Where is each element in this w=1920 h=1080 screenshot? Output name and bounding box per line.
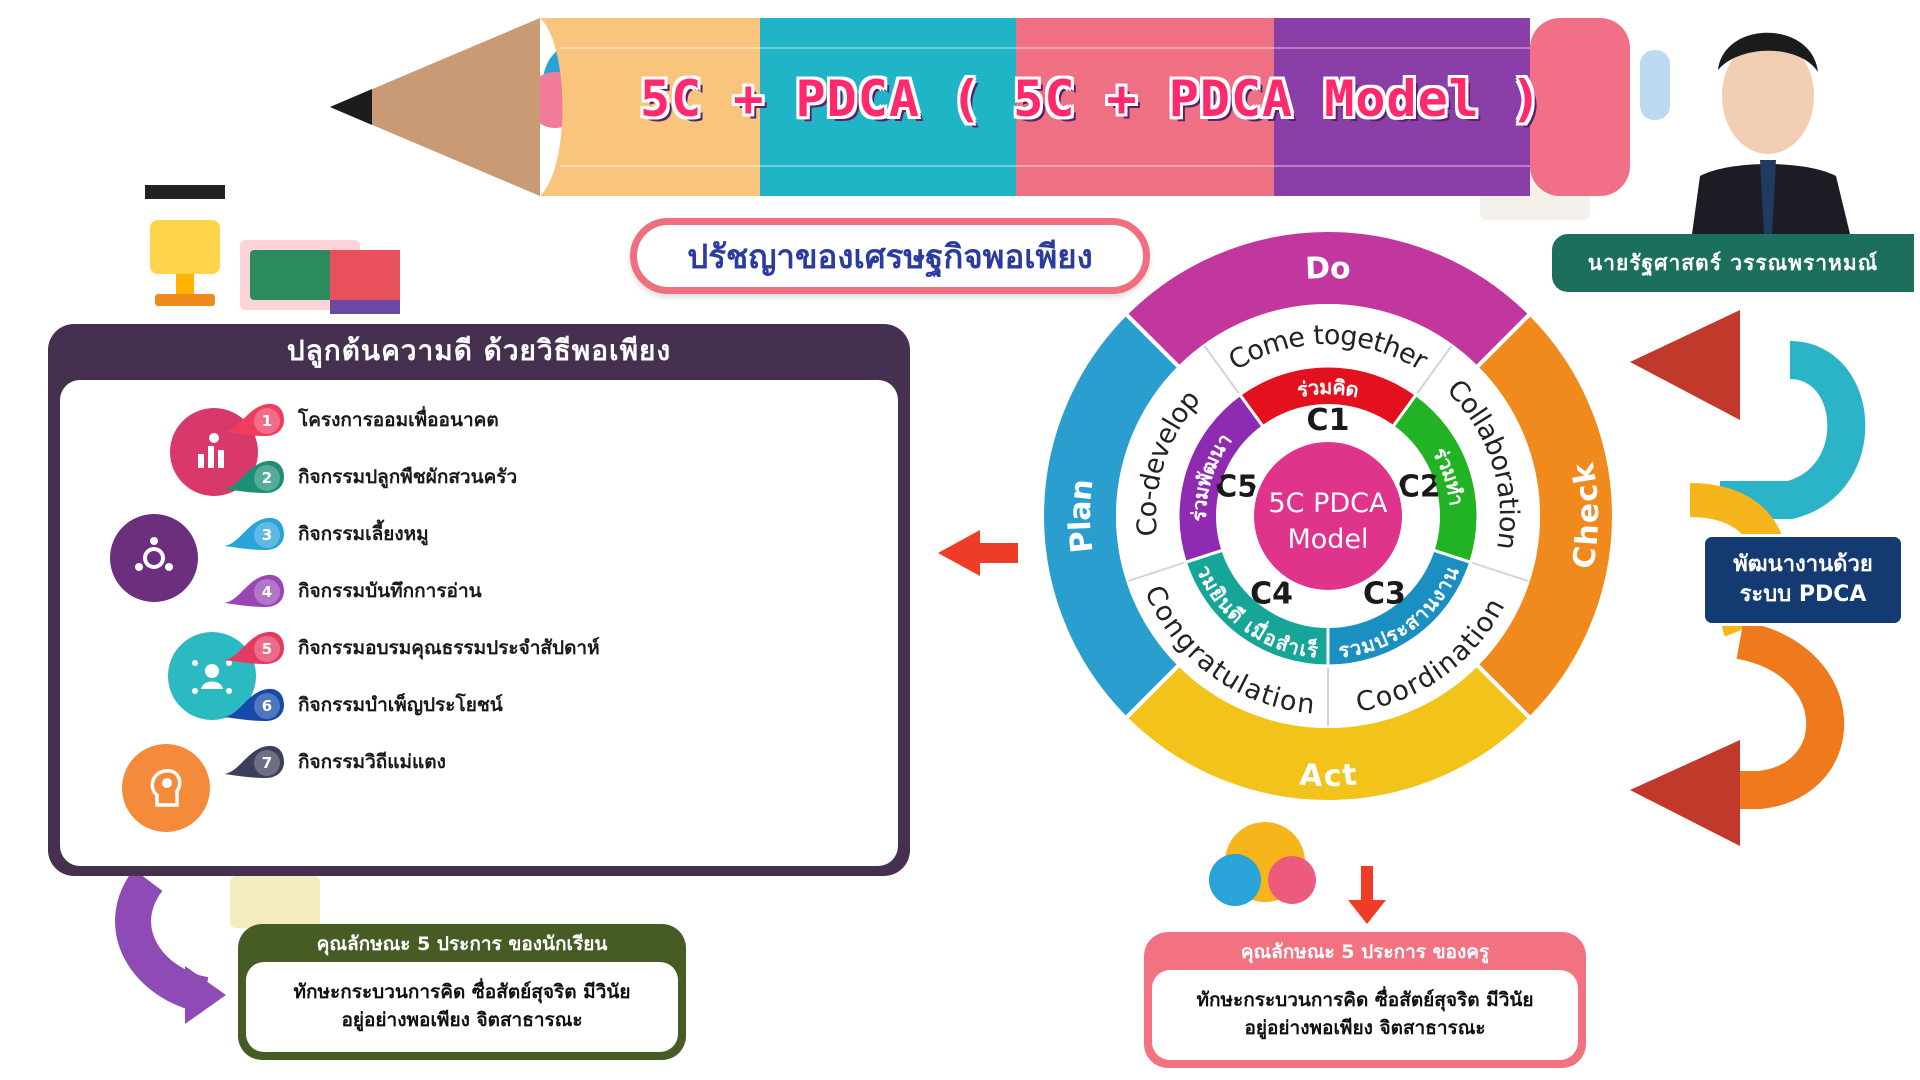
ring-divider <box>1203 345 1241 396</box>
trophy-illustration <box>145 185 400 314</box>
center-title-line-1: 5C PDCA <box>1268 488 1388 519</box>
number-badge-icon: 2 <box>222 459 286 495</box>
teacher-traits-line-1: ทักษะกระบวนการคิด ซื่อสัตย์สุจริต มีวินั… <box>1196 989 1534 1012</box>
c-code-label: C5 <box>1215 469 1258 504</box>
philosophy-pill: ปรัชญาของเศรษฐกิจพอเพียง <box>630 218 1150 294</box>
panel-title: ปลูกต้นความดี ด้วยวิธีพอเพียง <box>286 334 672 367</box>
activity-item: 1 โครงการออมเพื่ออนาคต <box>222 400 499 440</box>
activity-label: กิจกรรมวิถีแม่แตง <box>298 751 446 773</box>
purple-curve-arrow <box>115 869 210 1013</box>
number-badge-icon: 3 <box>222 516 286 552</box>
activity-label: กิจกรรมอบรมคุณธรรมประจำสัปดาห์ <box>298 637 600 659</box>
number-badge-icon: 4 <box>222 573 286 609</box>
activity-item: 6 กิจกรรมบำเพ็ญประโยชน์ <box>222 685 503 725</box>
pencil-banner <box>330 18 1630 196</box>
number-badge-icon: 7 <box>222 744 286 780</box>
pdca-label: Act <box>1298 758 1358 795</box>
center-circle <box>1250 438 1406 594</box>
c-dot-icon <box>1392 605 1401 614</box>
pencil-wood-tip <box>330 18 540 196</box>
student-traits-line-1: ทักษะกระบวนการคิด ซื่อสัตย์สุจริต มีวินั… <box>293 981 631 1004</box>
left-arrow-icon <box>938 530 1018 576</box>
pdca-development-box: พัฒนางานด้วย ระบบ PDCA <box>1702 534 1904 626</box>
activity-label: กิจกรรมปลูกพืชผักสวนครัว <box>298 466 518 488</box>
c-code-label: C4 <box>1250 577 1293 612</box>
ring-divider <box>1470 561 1529 582</box>
pdca-label: Check <box>1566 460 1606 572</box>
teacher-traits-box: คุณลักษณะ 5 ประการ ของครู ทักษะกระบวนการ… <box>1144 932 1586 1068</box>
c-dot-icon <box>1434 476 1443 485</box>
pdca-label: Do <box>1305 251 1352 287</box>
down-arrow-icon <box>1348 866 1386 924</box>
activity-label: กิจกรรมเลี้ยงหมู <box>298 523 429 545</box>
cyan-swoosh <box>1720 341 1866 519</box>
activities-panel: ปลูกต้นความดี ด้วยวิธีพอเพียง <box>48 324 910 876</box>
author-name-tag: นายรัฐศาสตร์ วรรณพราหมณ์ <box>1552 234 1914 292</box>
pencil-band-2 <box>760 18 1016 196</box>
number-badge-icon: 5 <box>222 630 286 666</box>
pdca-box-line-1: พัฒนางานด้วย <box>1733 552 1873 578</box>
ring-divider <box>1127 561 1186 582</box>
orange-swoosh <box>1700 621 1844 809</box>
activity-item: 2 กิจกรรมปลูกพืชผักสวนครัว <box>222 457 517 497</box>
c-dot-icon <box>1324 396 1332 404</box>
pencil-band-1 <box>540 18 760 196</box>
activity-label: กิจกรรมบำเพ็ญประโยชน์ <box>298 694 503 716</box>
red-arrow-up-icon <box>1630 310 1740 420</box>
activity-label: โครงการออมเพื่ออนาคต <box>298 409 499 431</box>
activity-item: 7 กิจกรรมวิถีแม่แตง <box>222 742 446 782</box>
number-badge-icon: 1 <box>222 402 286 438</box>
number-badge-icon: 6 <box>222 687 286 723</box>
gear-network-icon <box>110 514 198 602</box>
activity-item: 3 กิจกรรมเลี้ยงหมู <box>222 514 429 554</box>
thinking-head-icon <box>122 744 210 832</box>
pdca-box-line-2: ระบบ PDCA <box>1739 582 1867 607</box>
activity-item: 4 กิจกรรมบันทึกการอ่าน <box>222 571 482 611</box>
teacher-traits-line-2: อยู่อย่างพอเพียง จิตสาธารณะ <box>1244 1017 1486 1039</box>
c-code-label: C1 <box>1307 403 1350 438</box>
c-dot-icon <box>1255 605 1264 614</box>
pencil-band-4 <box>1274 18 1530 196</box>
pencil-eraser <box>1530 18 1630 196</box>
activity-number: 6 <box>254 693 280 719</box>
activity-item: 5 กิจกรรมอบรมคุณธรรมประจำสัปดาห์ <box>222 628 600 668</box>
student-traits-body: ทักษะกระบวนการคิด ซื่อสัตย์สุจริต มีวินั… <box>246 962 678 1052</box>
activity-number: 2 <box>254 465 280 491</box>
teacher-traits-body: ทักษะกระบวนการคิด ซื่อสัตย์สุจริต มีวินั… <box>1152 970 1578 1060</box>
activity-number: 5 <box>254 636 280 662</box>
pencil-band-3 <box>1016 18 1274 196</box>
c-code-label: C2 <box>1398 469 1441 504</box>
student-traits-title: คุณลักษณะ 5 ประการ ของนักเรียน <box>316 933 608 955</box>
people-network-icon <box>168 632 256 720</box>
center-title-line-2: Model <box>1287 524 1368 555</box>
activity-label: กิจกรรมบันทึกการอ่าน <box>298 580 482 602</box>
activity-number: 3 <box>254 522 280 548</box>
red-arrow-down-icon <box>1630 740 1740 846</box>
activity-number: 4 <box>254 579 280 605</box>
c-code-label: C3 <box>1363 577 1406 612</box>
banner-title: 5C + PDCA ( 5C + PDCA Model ) <box>640 70 1542 128</box>
pencil-lead-tip <box>330 89 372 125</box>
student-traits-line-2: อยู่อย่างพอเพียง จิตสาธารณะ <box>341 1009 583 1031</box>
activity-number: 7 <box>254 750 280 776</box>
teacher-traits-title: คุณลักษณะ 5 ประการ ของครู <box>1240 941 1490 963</box>
purple-arrow-head-icon <box>185 966 226 1024</box>
pdca-label: Plan <box>1063 477 1101 554</box>
activity-number: 1 <box>254 408 280 434</box>
panel-body <box>60 380 898 866</box>
ring-divider <box>1415 345 1453 396</box>
c-dot-icon <box>1213 476 1222 485</box>
student-traits-box: คุณลักษณะ 5 ประการ ของนักเรียน ทักษะกระบ… <box>238 924 686 1060</box>
